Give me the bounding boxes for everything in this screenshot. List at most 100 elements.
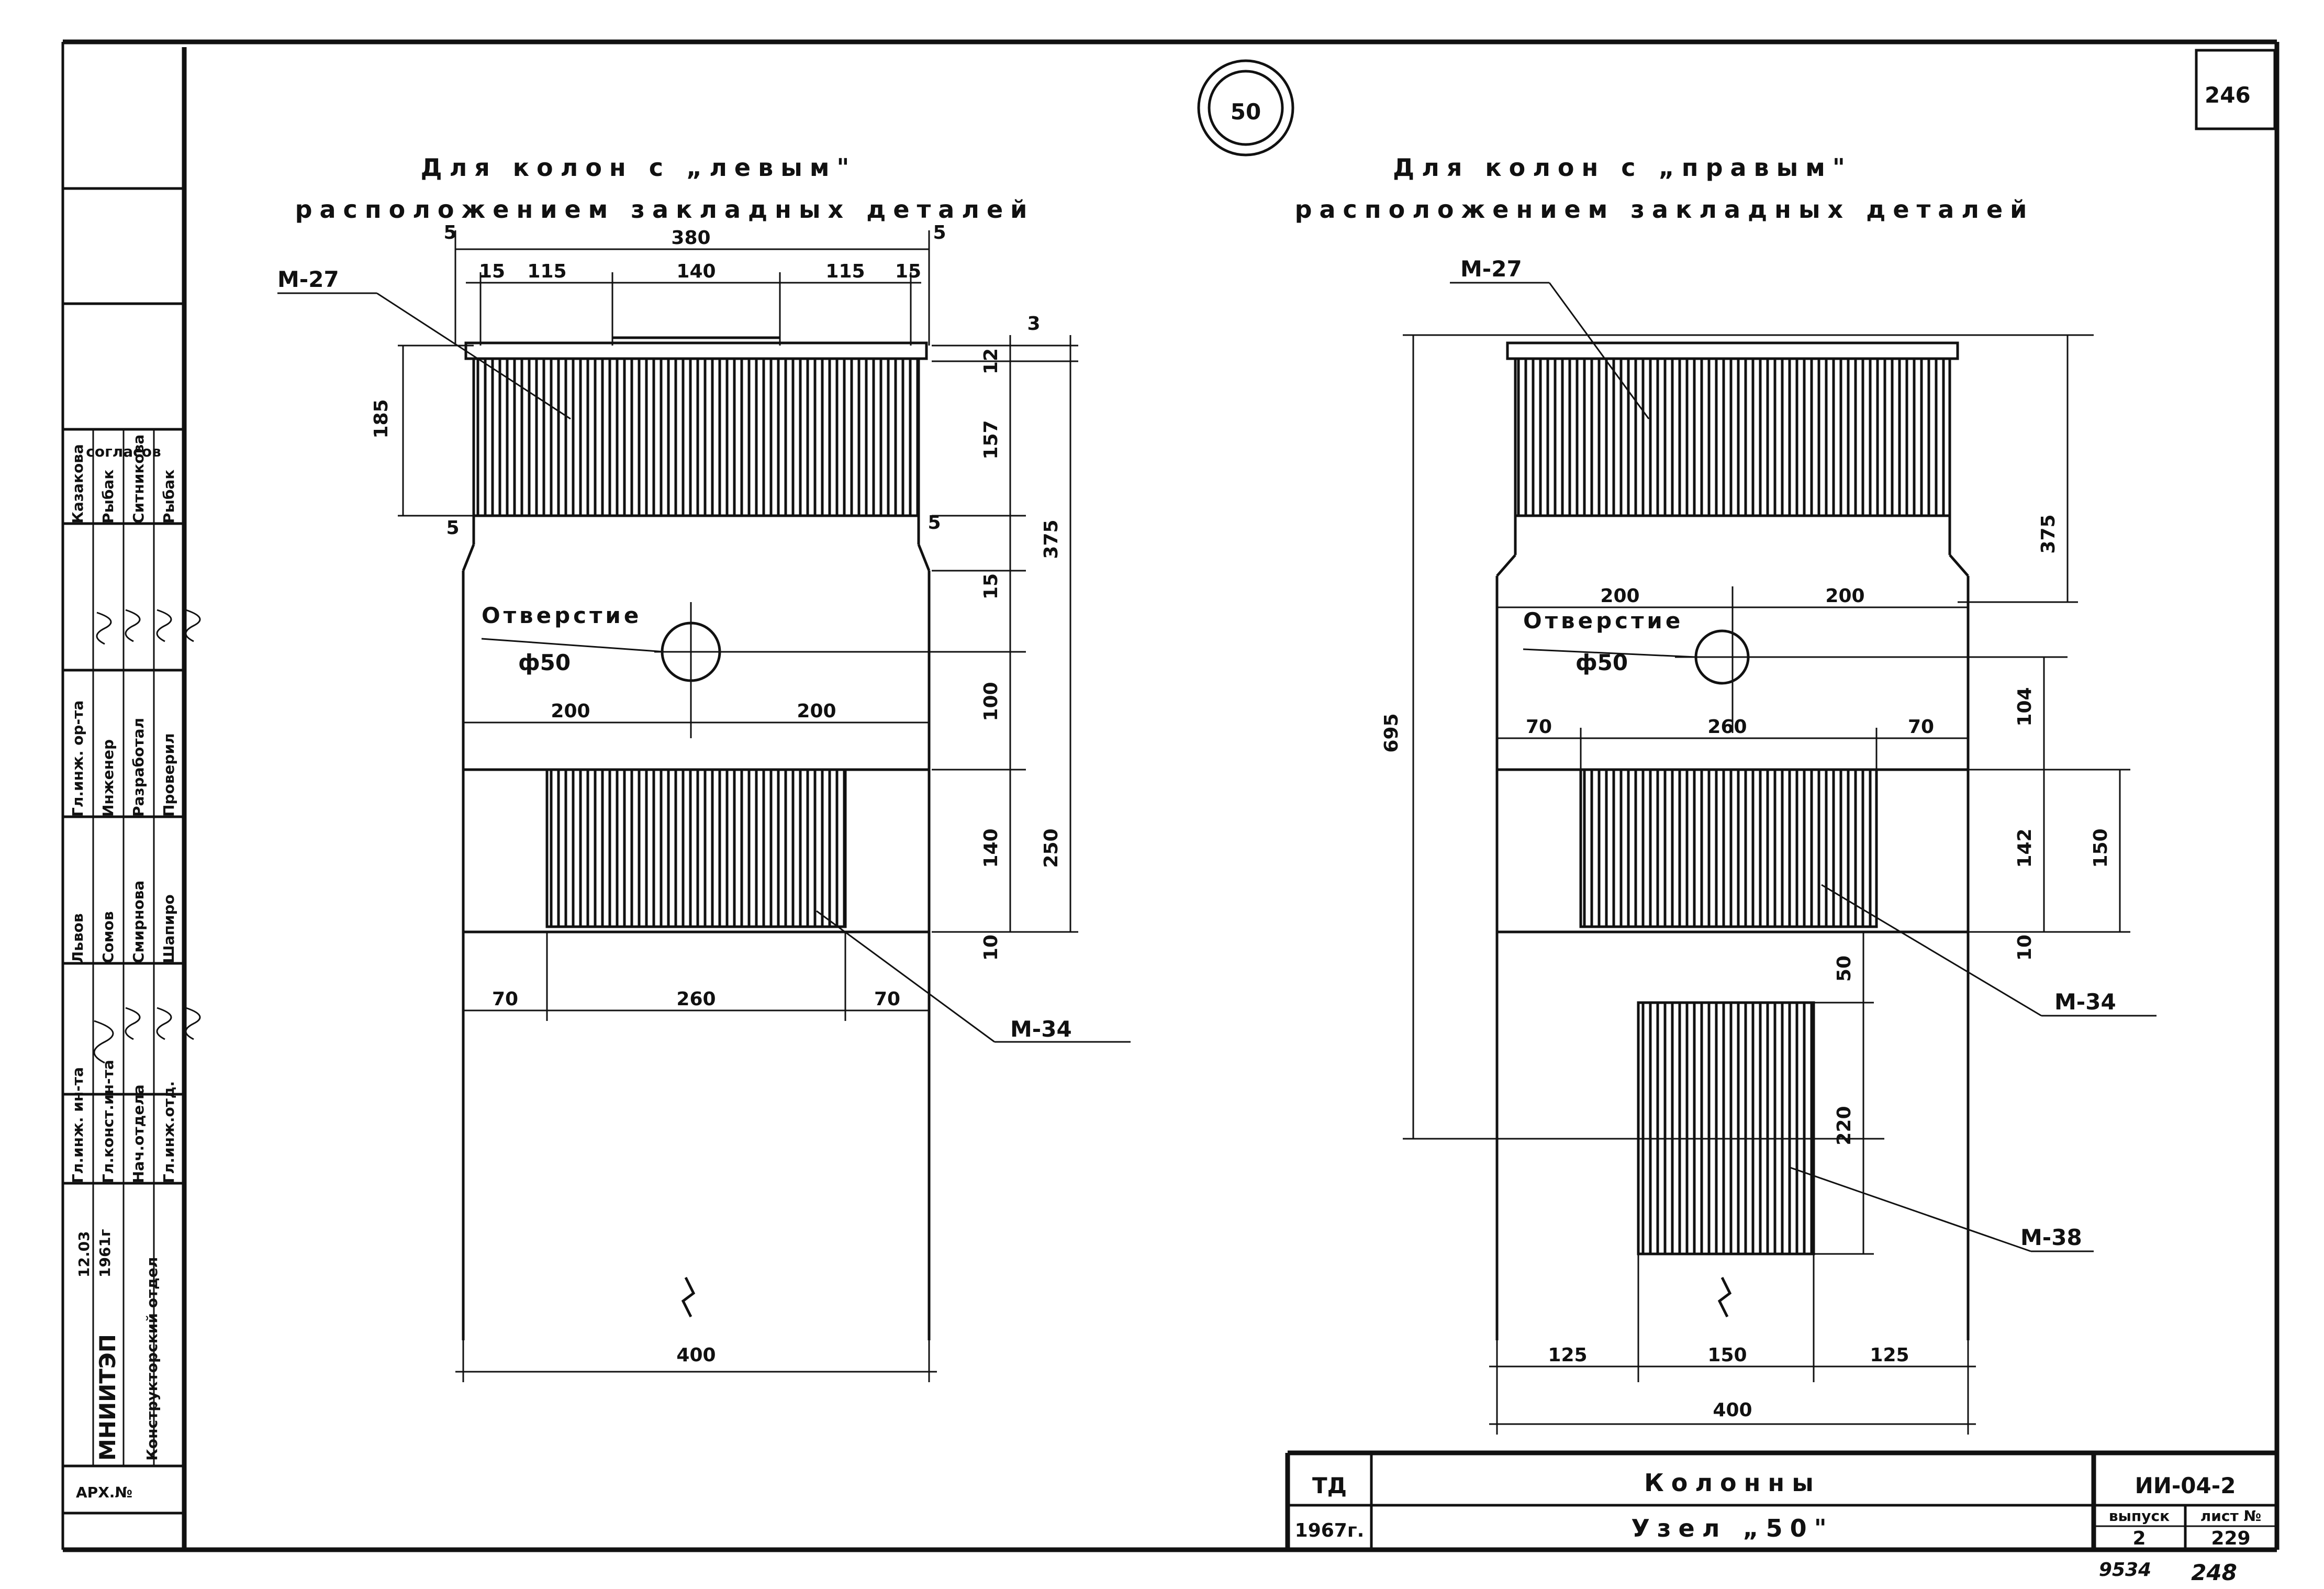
title-doc-code: ИИ-04-2 xyxy=(2135,1473,2236,1498)
stamp-institute: МНИИТЭП xyxy=(95,1334,120,1461)
left-bottom-70-left: 70 xyxy=(492,988,518,1010)
right-dim-260: 260 xyxy=(1707,716,1747,738)
right-dim-104: 104 xyxy=(2014,687,2036,726)
stamp-position-1: Гл.инж. ин-та xyxy=(69,1067,86,1183)
stamp-year: 1961г xyxy=(96,1229,114,1277)
left-bottom-260: 260 xyxy=(676,988,716,1010)
left-hole-label: Отверстие xyxy=(482,603,642,628)
right-title-line1: Для колон с „правым" xyxy=(1393,153,1852,182)
left-width-400: 400 xyxy=(676,1344,716,1366)
right-dim-695: 695 xyxy=(1381,713,1402,752)
stamp-position-2: Гл.конст.ин-та xyxy=(99,1060,117,1183)
stamp-position-8: Проверил xyxy=(160,733,177,817)
stamp-name-2: Сомов xyxy=(99,911,117,963)
stamp-position-7: Разработал xyxy=(130,718,147,817)
left-hole-right: 200 xyxy=(797,701,836,722)
stamp-date: 12.03 xyxy=(75,1231,93,1277)
side-stamp xyxy=(63,187,184,1515)
right-label-m38: М-38 xyxy=(2020,1225,2082,1250)
stamp-name-4: Шапиро xyxy=(160,894,177,963)
stamp-name-5: Казакова xyxy=(69,444,86,524)
right-width-400: 400 xyxy=(1713,1399,1752,1421)
title-subject: Колонны xyxy=(1644,1469,1821,1497)
left-dim-157: 157 xyxy=(980,420,1002,459)
left-edge-left: 5 xyxy=(443,222,456,243)
right-dim-220: 220 xyxy=(1834,1106,1855,1145)
right-hole-right: 200 xyxy=(1825,585,1864,607)
left-label-m27: М-27 xyxy=(277,266,339,292)
left-label-m34: М-34 xyxy=(1010,1016,1072,1042)
title-org: ТД xyxy=(1312,1473,1347,1498)
stamp-name-6: Рыбак xyxy=(99,470,117,524)
stamp-archive: АРХ.№ xyxy=(76,1484,132,1501)
left-seg-4: 115 xyxy=(825,261,865,282)
right-hole-left: 200 xyxy=(1600,585,1639,607)
sheet-number: 246 xyxy=(2205,82,2251,108)
right-dim-70-right: 70 xyxy=(1908,716,1934,738)
left-dim-185: 185 xyxy=(371,399,392,438)
left-seg-5: 15 xyxy=(895,261,921,282)
right-hole-dia: ф50 xyxy=(1576,650,1628,675)
title-issue-label: выпуск xyxy=(2109,1507,2170,1525)
inventory-code: 9534 xyxy=(2099,1559,2151,1581)
right-bottom-125-left: 125 xyxy=(1548,1344,1587,1366)
stamp-name-3: Смирнова xyxy=(130,881,147,963)
title-year: 1967г. xyxy=(1295,1520,1365,1541)
stamp-name-7: Ситникова xyxy=(130,435,147,524)
left-hole-dia: ф50 xyxy=(518,650,571,675)
right-bottom-150: 150 xyxy=(1707,1344,1747,1366)
right-dim-50: 50 xyxy=(1834,955,1855,982)
sheet-frame xyxy=(61,39,2280,1552)
stamp-position-4: Гл.инж.отд. xyxy=(160,1081,177,1183)
inventory-page: 248 xyxy=(2191,1560,2237,1585)
left-seg-1: 15 xyxy=(479,261,505,282)
right-label-m27: М-27 xyxy=(1460,256,1522,282)
right-label-m34: М-34 xyxy=(2054,989,2116,1015)
right-plate-m27 xyxy=(1514,357,1951,517)
stamp-position-5: Гл.инж. ор-та xyxy=(69,701,86,817)
stamp-position-6: Инженер xyxy=(99,739,117,817)
right-plate-m38 xyxy=(1637,1001,1815,1255)
right-bottom-125-right: 125 xyxy=(1870,1344,1909,1366)
left-dim-380: 380 xyxy=(671,227,710,249)
left-plate-m27 xyxy=(472,357,920,517)
title-sheet-value: 229 xyxy=(2211,1528,2250,1549)
right-view: Для колон с „правым" расположением закла… xyxy=(1295,153,2157,1435)
left-dim-250: 250 xyxy=(1041,828,1062,868)
left-plate-m34 xyxy=(545,768,847,928)
right-dim-142: 142 xyxy=(2014,828,2036,868)
node-marker xyxy=(1197,59,1294,157)
left-dim-140: 140 xyxy=(980,828,1002,868)
left-dim-12: 12 xyxy=(980,348,1002,374)
stamp-dept: Конструкторский отдел xyxy=(143,1257,161,1461)
left-dim-3: 3 xyxy=(1027,313,1040,335)
left-dim-10: 10 xyxy=(980,935,1002,961)
left-seg-2: 115 xyxy=(527,261,566,282)
title-node: Узел „50" xyxy=(1631,1514,1834,1542)
right-hole-label: Отверстие xyxy=(1523,608,1683,634)
left-dim-100: 100 xyxy=(980,682,1002,721)
left-hole-left: 200 xyxy=(551,701,590,722)
left-title-line2: расположением закладных деталей xyxy=(295,195,1035,224)
left-dim-375: 375 xyxy=(1041,519,1062,559)
stamp-position-3: Нач.отдела xyxy=(130,1084,147,1183)
right-dim-10: 10 xyxy=(2014,935,2036,961)
signatures xyxy=(93,609,201,1064)
left-title-line1: Для колон с „левым" xyxy=(421,153,857,182)
right-title-line2: расположением закладных деталей xyxy=(1295,195,2035,224)
right-dim-150: 150 xyxy=(2090,828,2111,868)
left-corner-left: 5 xyxy=(446,517,459,539)
title-block xyxy=(1285,1450,2277,1550)
stamp-agreed: согласов xyxy=(86,443,161,460)
left-seg-3: 140 xyxy=(676,261,716,282)
left-dim-15: 15 xyxy=(980,573,1002,599)
title-sheet-label: лист № xyxy=(2200,1507,2261,1525)
right-dim-375: 375 xyxy=(2038,514,2059,553)
left-view: Для колон с „левым" расположением заклад… xyxy=(277,153,1131,1382)
right-plate-m34 xyxy=(1579,768,1878,928)
right-dim-70-left: 70 xyxy=(1526,716,1552,738)
title-issue-value: 2 xyxy=(2132,1528,2146,1549)
stamp-name-1: Львов xyxy=(69,913,86,963)
left-bottom-70-right: 70 xyxy=(874,988,900,1010)
